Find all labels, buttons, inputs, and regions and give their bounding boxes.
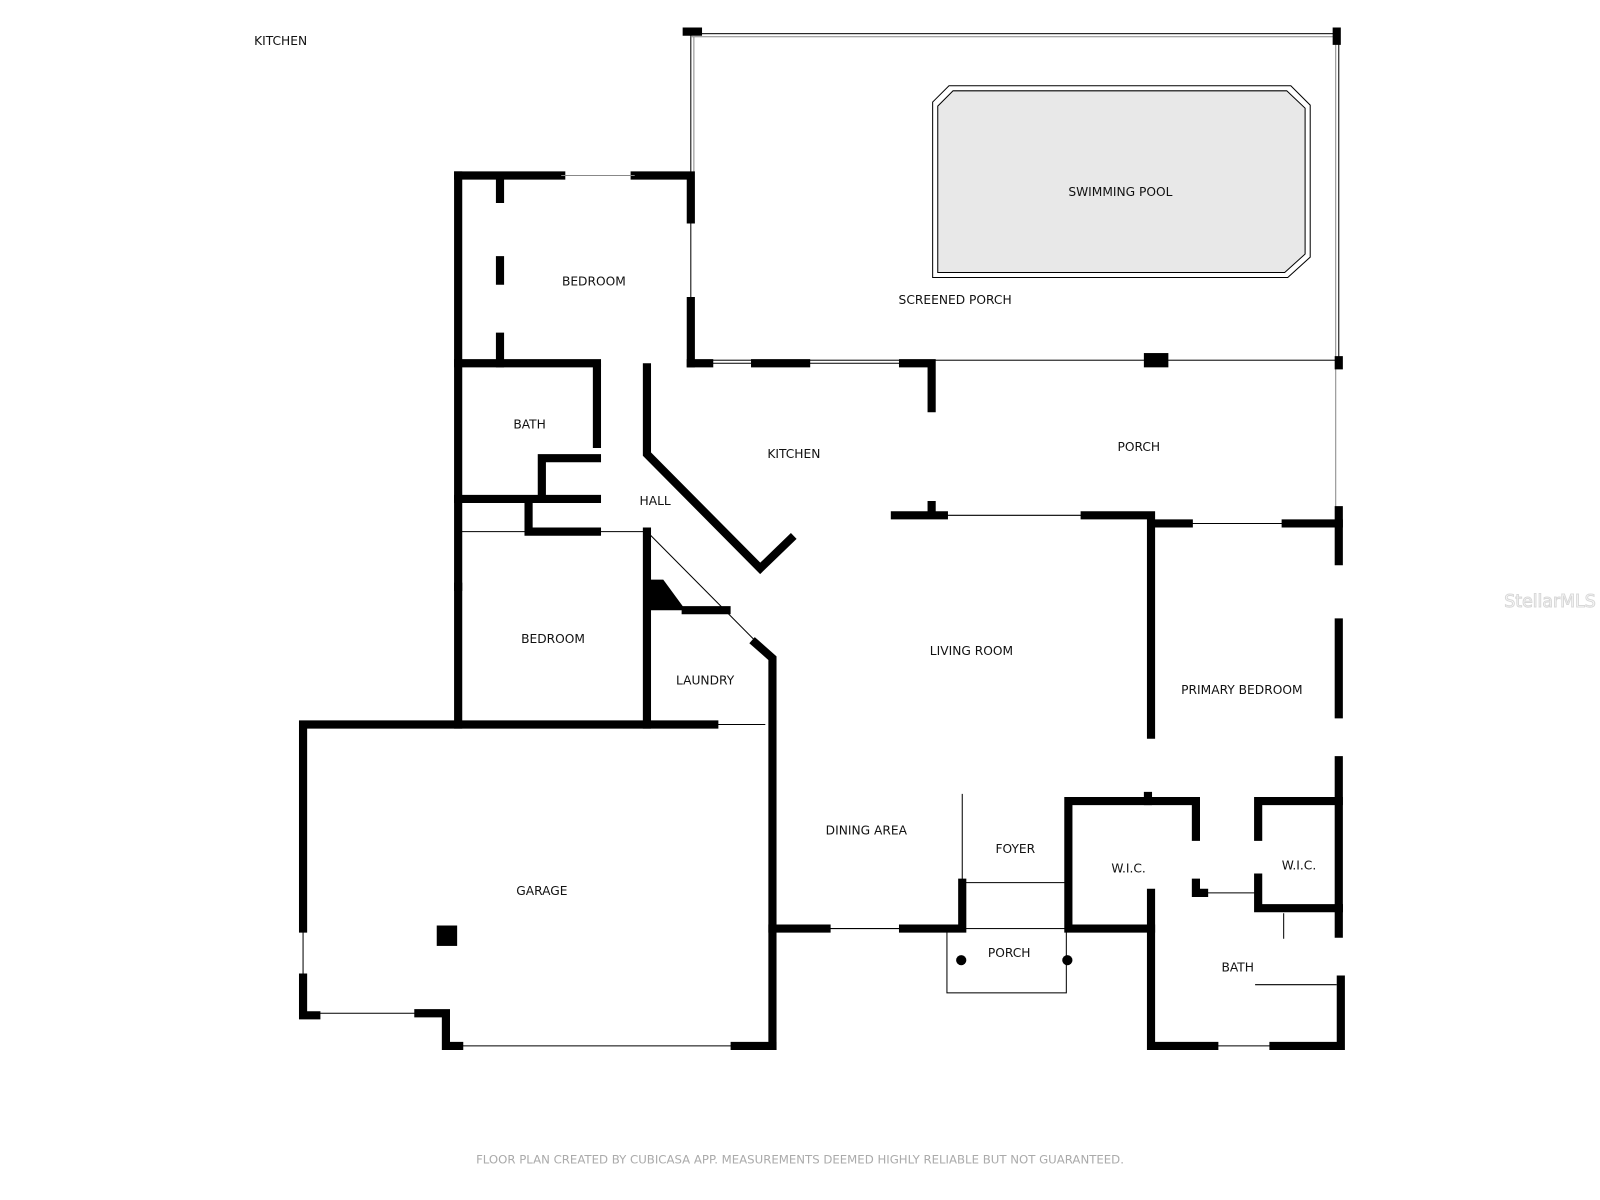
swimming-pool	[932, 85, 1311, 279]
label-swimming-pool: SWIMMING POOL	[1068, 185, 1172, 199]
label-dining-area: DINING AREA	[826, 824, 908, 838]
label-hall: HALL	[640, 494, 671, 508]
label-foyer: FOYER	[995, 842, 1035, 856]
screened-porch-outline	[682, 27, 1343, 511]
label-porch-front: PORCH	[988, 946, 1031, 960]
footer-disclaimer: FLOOR PLAN CREATED BY CUBICASA APP. MEAS…	[476, 1152, 1124, 1166]
label-screened-porch: SCREENED PORCH	[899, 293, 1012, 307]
label-laundry: LAUNDRY	[676, 674, 735, 688]
label-living-room: LIVING ROOM	[930, 644, 1013, 658]
label-corner: KITCHEN	[254, 34, 307, 48]
label-bedroom-2: BEDROOM	[521, 632, 585, 646]
label-bedroom-1: BEDROOM	[562, 275, 626, 289]
label-porch-rear: PORCH	[1117, 440, 1160, 454]
label-primary-bedroom: PRIMARY BEDROOM	[1181, 683, 1302, 697]
label-wic-2: W.I.C.	[1282, 858, 1317, 872]
label-kitchen: KITCHEN	[767, 447, 820, 461]
label-bath-2: BATH	[1222, 960, 1255, 974]
label-garage: GARAGE	[516, 884, 567, 898]
label-wic-1: W.I.C.	[1111, 861, 1146, 875]
walls	[298, 171, 1345, 1050]
watermark: StellarMLS	[1504, 592, 1595, 612]
label-bath-1: BATH	[513, 418, 546, 432]
